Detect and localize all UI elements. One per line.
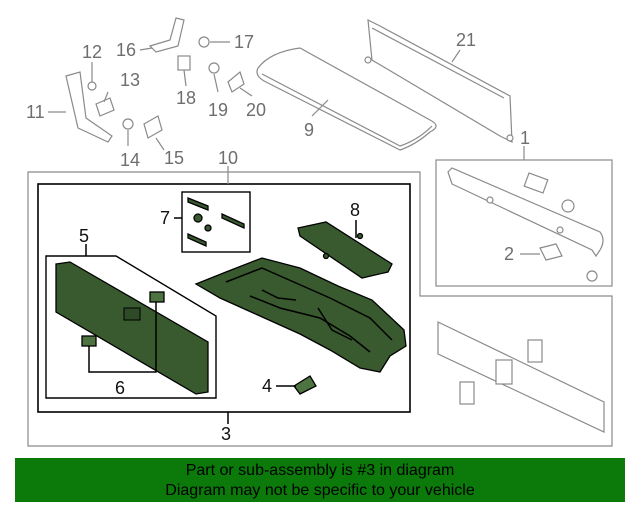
- callout-12: 12: [82, 42, 102, 62]
- part-1-fastener: [561, 199, 575, 213]
- notice-line-1: Part or sub-assembly is #3 in diagram: [185, 462, 455, 479]
- part-1-pin-b: [556, 226, 564, 234]
- part-9-board: [256, 47, 437, 151]
- part-21-panel: [367, 18, 513, 143]
- side-trim-slot-b: [495, 359, 513, 385]
- part-8-cover: [297, 221, 393, 279]
- part-3-tray-recess: [261, 289, 353, 341]
- part-8-pin-b: [356, 232, 364, 240]
- callout-13: 13: [120, 70, 140, 90]
- part-21-hook-a: [364, 56, 372, 64]
- part-6-clip-a: [149, 291, 165, 303]
- leader-20: [239, 87, 253, 97]
- callout-19: 19: [208, 100, 228, 120]
- callout-1: 1: [520, 128, 530, 148]
- side-trim-panel: [437, 321, 605, 433]
- part-2-clip: [539, 243, 563, 261]
- part-8-pin-a: [322, 252, 330, 260]
- part-7-clip-b: [221, 212, 245, 230]
- callout-20: 20: [246, 100, 266, 120]
- part-5-panel: [55, 261, 209, 395]
- callout-2: 2: [504, 244, 514, 264]
- part-7-screw-b: [204, 224, 212, 232]
- callout-3: 3: [221, 424, 231, 444]
- callout-10: 10: [218, 148, 238, 168]
- leader-13: [103, 91, 109, 103]
- side-trim-slot-a: [527, 339, 543, 363]
- part-21-edge: [371, 27, 505, 99]
- part-3-tray-inner: [225, 267, 393, 353]
- part-21-hook-b: [506, 134, 514, 142]
- part-7-clip-a: [187, 197, 209, 211]
- part-7-screw: [193, 213, 203, 223]
- part-7-clip-c: [187, 232, 207, 248]
- part-1-fastener-b: [586, 270, 598, 282]
- part-11-bracket: [65, 71, 113, 143]
- part-20-clip: [227, 70, 245, 93]
- leader-18: [183, 69, 187, 87]
- callout-11: 11: [26, 102, 45, 122]
- part-9-board-edge: [261, 73, 433, 147]
- callout-14: 14: [120, 150, 140, 170]
- leader-16: [139, 47, 153, 51]
- callout-21: 21: [456, 30, 476, 50]
- part-16-bracket: [148, 17, 185, 53]
- leader-21: [451, 49, 461, 63]
- callout-6: 6: [115, 378, 125, 398]
- part-4-clip: [293, 375, 317, 395]
- part-3-tray: [194, 257, 407, 373]
- callout-16: 16: [116, 40, 136, 60]
- part-1-bracket: [523, 172, 549, 194]
- part-1-rail: [447, 167, 604, 258]
- callout-4: 4: [262, 376, 272, 396]
- assembly-frame-outline: [27, 171, 613, 447]
- callout-7: 7: [160, 208, 170, 228]
- callout-15: 15: [164, 148, 184, 168]
- leader-9: [311, 99, 329, 117]
- part-15-clip: [143, 115, 163, 139]
- side-trim-slot-c: [459, 381, 475, 405]
- part-6-clip-b: [81, 335, 97, 347]
- leader-19: [213, 73, 219, 93]
- part-5-box: [45, 255, 217, 399]
- part-5-slot: [123, 307, 141, 321]
- callout-9: 9: [304, 120, 314, 140]
- part-18-clip: [177, 55, 191, 71]
- part-19-screw: [208, 62, 220, 74]
- parts-diagram: 1 2 3 4 5 6 7 8 9 10 11 12 13 14 15 16 1…: [26, 17, 613, 447]
- part-6-leader: [88, 302, 157, 373]
- callout-5: 5: [79, 226, 89, 246]
- notice-line-2: Diagram may not be specific to your vehi…: [165, 482, 475, 499]
- callout-8: 8: [350, 200, 360, 220]
- part-14-nut: [122, 118, 134, 130]
- part-7-box: [181, 191, 251, 253]
- leader-15: [155, 137, 165, 151]
- callout-18: 18: [176, 88, 196, 108]
- notice-banner: Part or sub-assembly is #3 in diagram Di…: [15, 458, 625, 502]
- part-17-screw: [198, 36, 210, 48]
- callout-17: 17: [234, 32, 254, 52]
- part-12-bolt: [87, 81, 97, 91]
- assembly-inner-box: [37, 183, 411, 413]
- part-1-pin-a: [486, 196, 494, 204]
